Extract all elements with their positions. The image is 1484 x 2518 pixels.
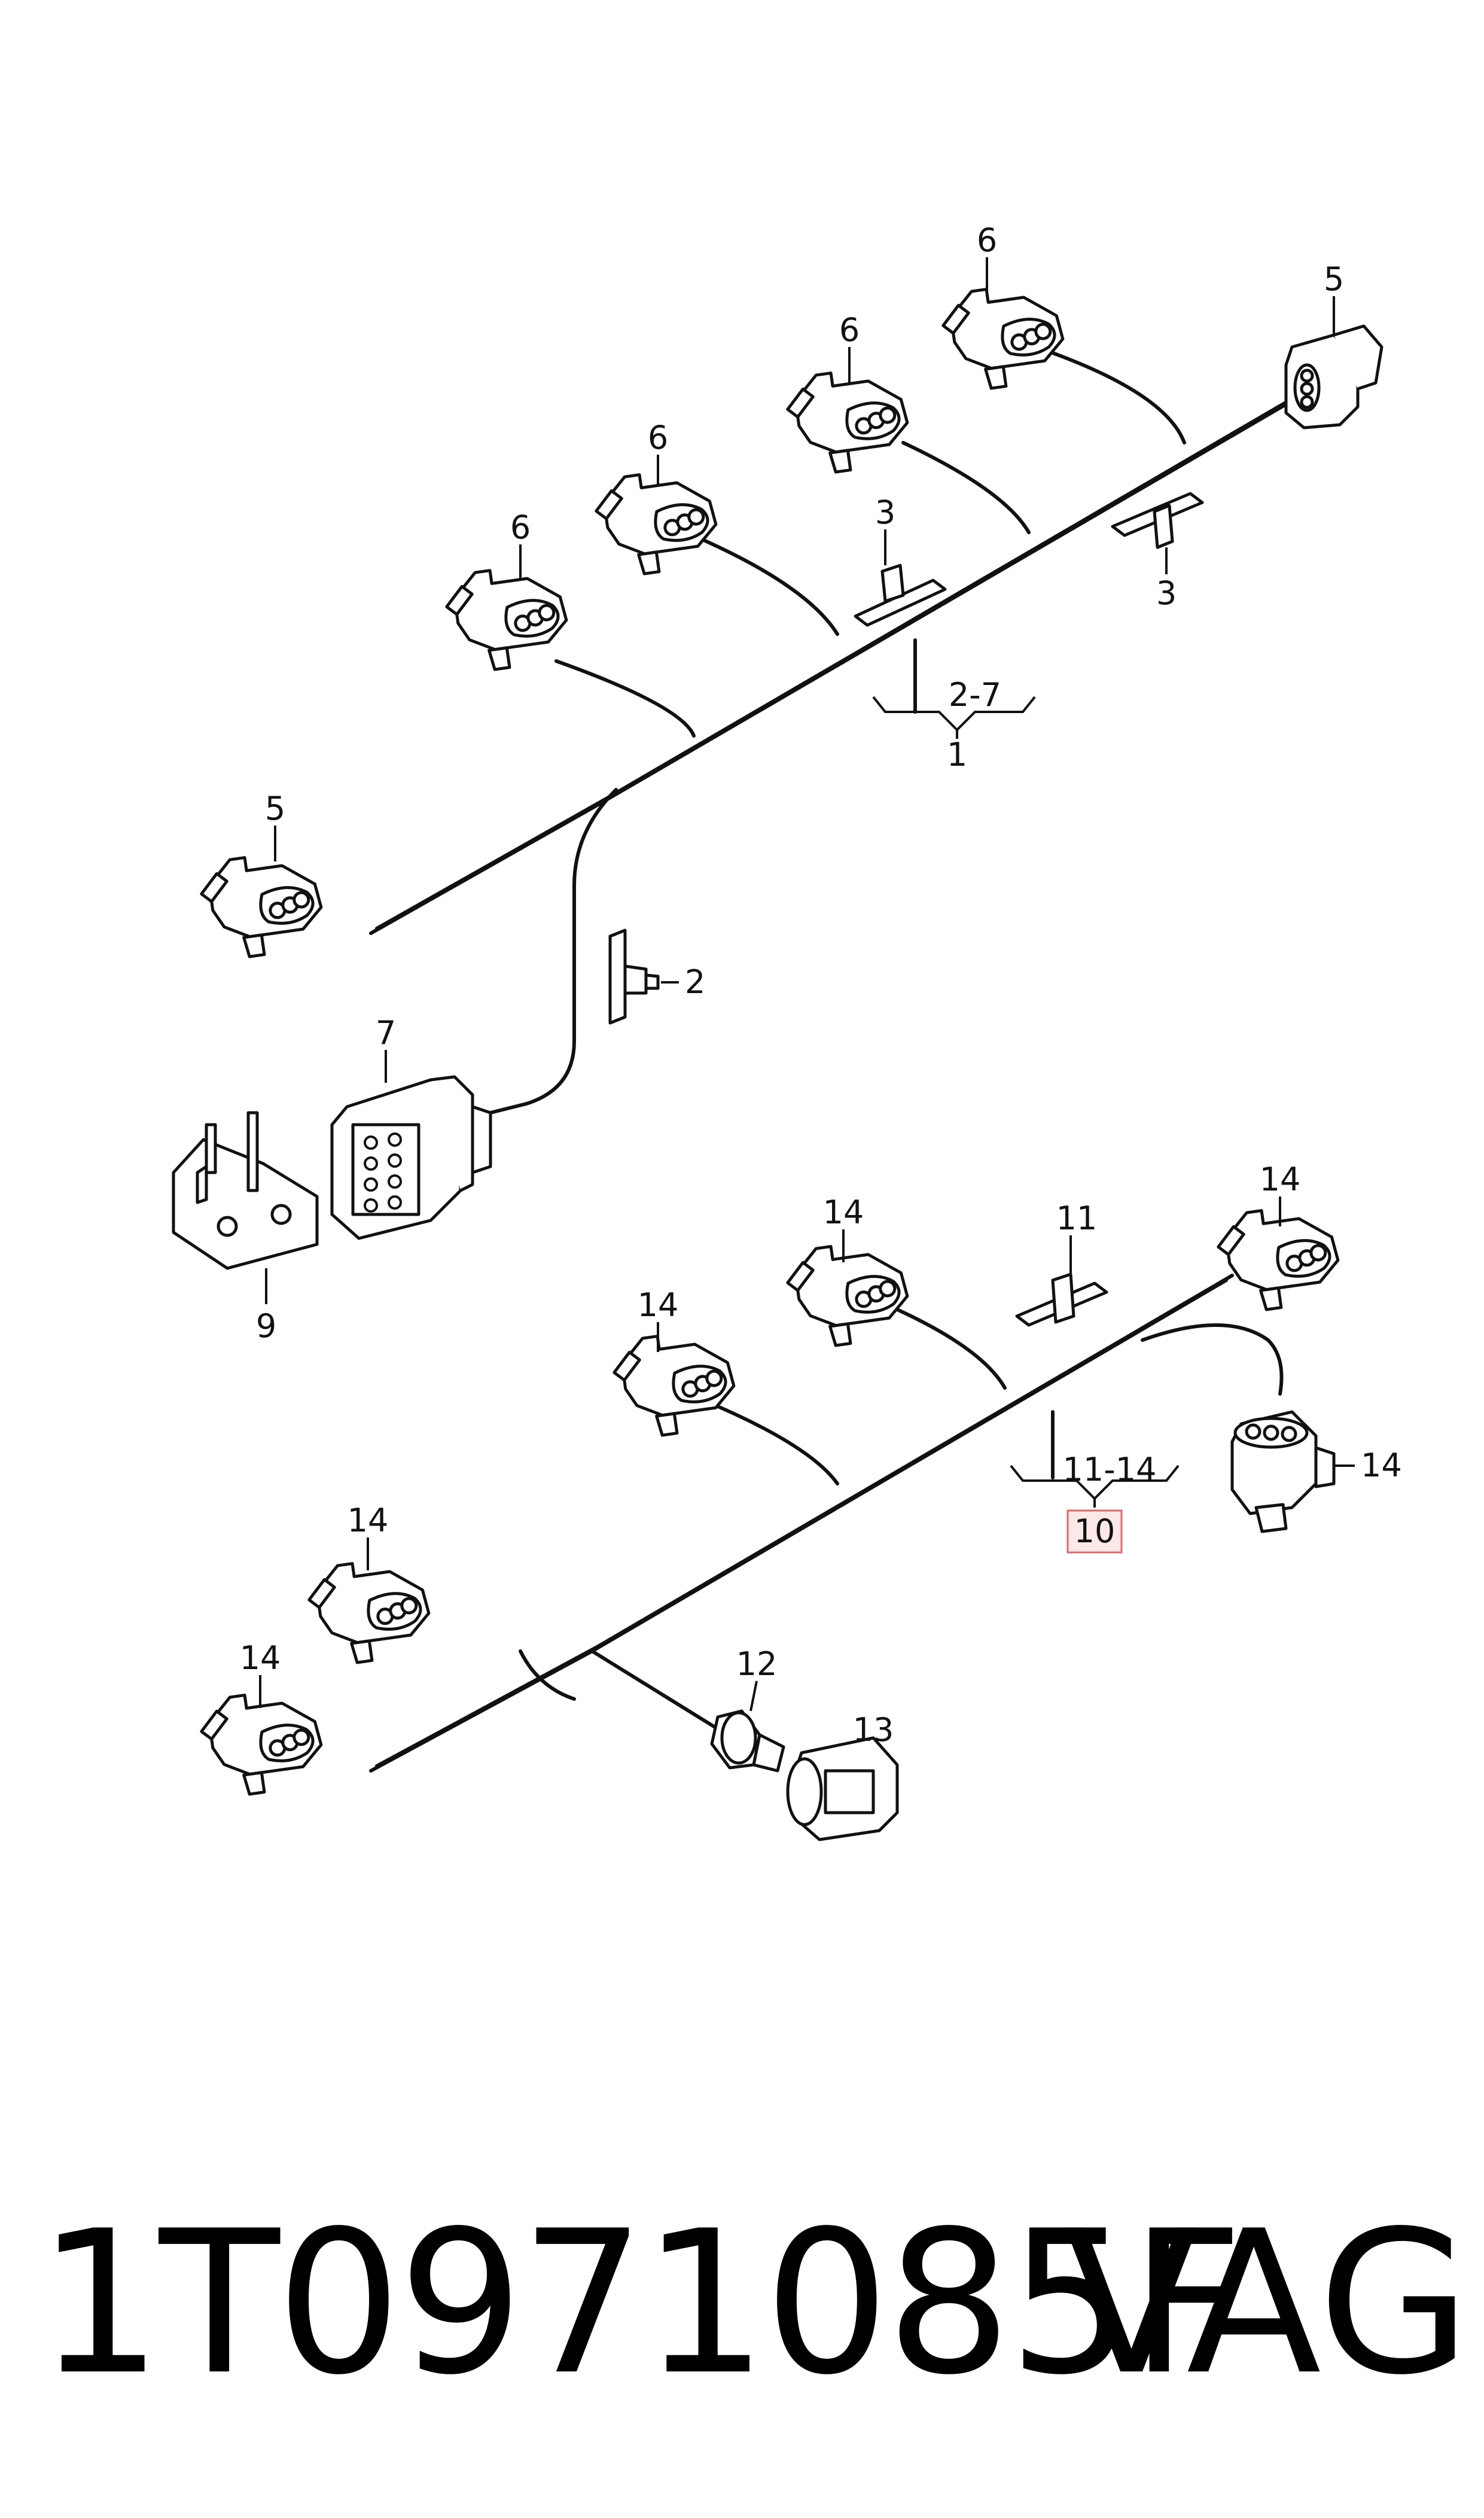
connector-6-a [443,561,572,675]
callout-1: 1 [947,736,967,774]
connector-7 [330,1075,492,1240]
connector-14-a [197,1686,327,1800]
callout-13: 13 [853,1711,894,1749]
clip-3-right [1111,492,1204,549]
callout-2: 2 [685,963,705,1001]
connector-5-right [1284,324,1384,430]
connector-5-left [197,848,327,963]
callout-14-c: 14 [638,1286,679,1324]
callout-11: 11 [1056,1199,1098,1237]
callout-6-c: 6 [839,311,860,349]
brand-name: VAG [1064,2188,1471,2418]
callout-3-center: 3 [875,494,895,531]
callout-14-d: 14 [823,1193,864,1231]
connector-14-right [1230,1410,1336,1533]
upper-harness [369,351,1312,1121]
connector-14-c [610,1327,739,1441]
callout-6-b: 6 [648,419,668,456]
connector-14-top-right [1214,1201,1343,1316]
clip-11 [1015,1272,1108,1327]
grommet-12 [710,1709,785,1773]
connector-6-d [939,280,1068,394]
callout-12: 12 [736,1645,778,1683]
lower-harness [369,1274,1284,1773]
connector-6-b [592,465,721,580]
clip-2 [608,928,660,1025]
callout-9: 9 [256,1307,276,1345]
callout-5-left: 5 [265,790,285,827]
callout-6-d: 6 [977,221,997,259]
callouts: 6 5 6 6 3 3 6 2-7 1 5 2 7 9 14 14 11 14 … [240,221,1402,1749]
callout-14-a: 14 [240,1639,281,1677]
callout-5-right: 5 [1324,260,1344,298]
callout-14-top-right: 14 [1260,1161,1301,1198]
connector-14-d [784,1237,913,1351]
footer: 1T0971085F VAG [0,2178,1484,2429]
callout-6-a: 6 [510,509,531,546]
connector-6-c [784,364,913,478]
callout-14-right: 14 [1361,1447,1402,1484]
part-number: 1T0971085F [37,2188,1244,2418]
callout-10: 10 [1074,1512,1116,1550]
highlight-box [1066,1509,1123,1554]
callout-7: 7 [376,1014,396,1052]
callout-3-right: 3 [1156,574,1177,612]
bracket-9 [172,1111,319,1270]
callout-14-b: 14 [348,1502,389,1539]
connector-14-b [305,1554,434,1668]
connector-13 [786,1736,899,1841]
clip-3-center [854,564,947,627]
wiring-harness-diagram: 6 5 6 6 3 3 6 2-7 1 5 2 7 9 14 14 11 14 … [172,221,1402,1841]
callout-2-7: 2-7 [949,676,1001,714]
